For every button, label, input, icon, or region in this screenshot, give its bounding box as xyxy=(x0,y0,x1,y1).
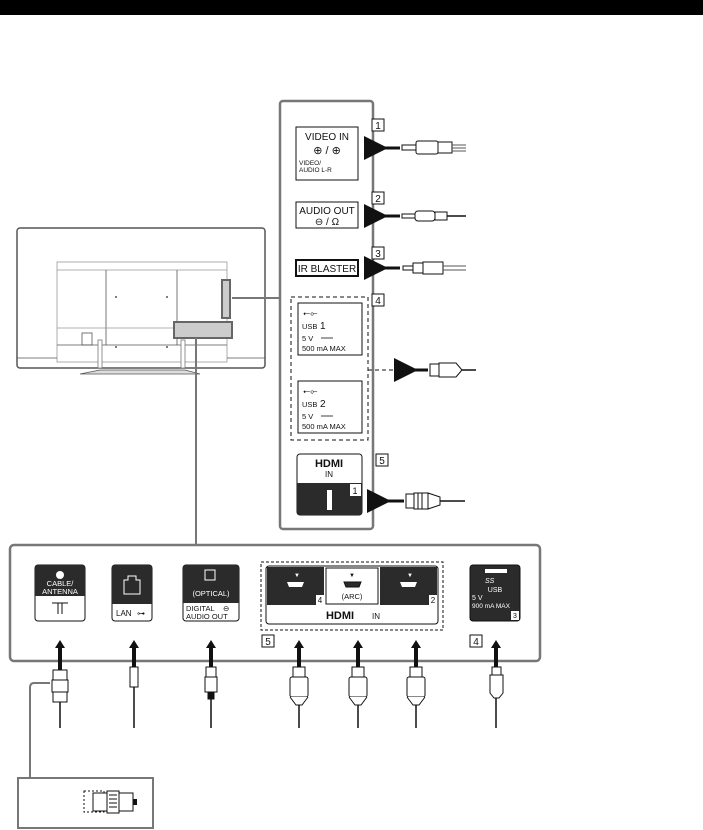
hdmi-logo: HDMI xyxy=(315,458,343,470)
coax-cable-icon xyxy=(51,669,69,728)
usb-1-label: USB xyxy=(302,322,317,331)
port-number-4-bottom: 4 xyxy=(473,637,479,648)
video-in-label: VIDEO IN xyxy=(305,132,349,143)
usb-1-index: 1 xyxy=(320,321,326,332)
hdmi-port-3-arc: ▼ (ARC) 3 xyxy=(325,567,386,605)
hdmi-2-index: 2 xyxy=(431,596,436,605)
usb-2-current: 500 mA MAX xyxy=(302,422,346,431)
hdmi-in-label: IN xyxy=(325,470,333,479)
coax-connector-inset xyxy=(17,777,154,829)
usb-2-label: USB xyxy=(302,400,317,409)
usb-1-current: 500 mA MAX xyxy=(302,344,346,353)
lan-label: LAN xyxy=(116,609,132,618)
bottom-ports-highlight xyxy=(173,321,233,339)
video-in-sub2: AUDIO L-R xyxy=(299,167,332,174)
side-ports-highlight xyxy=(221,279,231,319)
hdmi-4-index: 4 xyxy=(318,596,323,605)
usb-2-index: 2 xyxy=(320,399,326,410)
port-number-3: 3 xyxy=(375,249,381,260)
usb-group-outline xyxy=(290,296,369,441)
cable-antenna-port: CABLE/ ANTENNA xyxy=(34,564,86,622)
audio-out-icon: ⊖ xyxy=(223,604,229,613)
svg-text:▼: ▼ xyxy=(349,573,355,579)
port-number-5: 5 xyxy=(379,456,385,467)
hdmi-cable-icon-2 xyxy=(406,666,426,728)
usb-3-label: USB xyxy=(488,587,503,594)
port-number-2: 2 xyxy=(375,194,381,205)
hdmi-cable-icon-4 xyxy=(289,666,309,728)
audio-out-port xyxy=(295,201,359,229)
hdmi-jack-icon xyxy=(343,581,362,588)
bottom-panel: CABLE/ ANTENNA LAN ⊶ (OPTICAL) DIGITAL ⊖… xyxy=(8,543,542,663)
tv-rear-illustration xyxy=(16,227,280,545)
hdmi-logo: HDMI xyxy=(326,610,354,622)
superspeed-usb-icon: SS xyxy=(485,578,495,585)
hdmi-group-outline xyxy=(260,561,444,631)
arc-label: (ARC) xyxy=(342,592,363,601)
usb-2-voltage: 5 V xyxy=(302,412,313,421)
usb-port-2: ⭠⟜ USB 2 5 V 500 mA MAX xyxy=(297,380,363,434)
port-number-5-bottom: 5 xyxy=(265,637,271,648)
side-panel: 1 VIDEO IN ⊕ / ⊕ VIDEO/ AUDIO L-R 2 AUDI… xyxy=(278,99,476,531)
network-icon: ⊶ xyxy=(137,609,145,618)
digital-label: DIGITAL xyxy=(186,604,215,613)
video-in-sub1: VIDEO/ xyxy=(299,160,321,167)
av-mini-plug-icon xyxy=(364,136,466,160)
usb-icon: ⭠⟜ xyxy=(303,386,317,396)
hdmi-jack-icon xyxy=(287,582,304,587)
usb-1-voltage: 5 V xyxy=(302,334,313,343)
optical-audio-out-port: (OPTICAL) DIGITAL ⊖ AUDIO OUT xyxy=(182,564,240,622)
port-number-1: 1 xyxy=(375,121,381,132)
coax-icon xyxy=(56,571,64,579)
usb-3-current: 900 mA MAX xyxy=(472,603,511,610)
svg-text:▼: ▼ xyxy=(294,573,300,579)
hdmi-cable-icon-3 xyxy=(348,666,368,728)
usb-3-index: 3 xyxy=(513,613,517,620)
hdmi-1-index: 1 xyxy=(352,486,357,496)
optical-jack-icon xyxy=(204,569,216,581)
ethernet-jack-icon xyxy=(123,575,141,595)
hdmi-in-label: IN xyxy=(372,612,380,621)
hdmi-jack-icon xyxy=(400,582,417,587)
audio-out-label: AUDIO OUT xyxy=(299,206,355,217)
antenna-label-2: ANTENNA xyxy=(42,587,78,596)
ir-blaster-plug-icon xyxy=(364,256,466,280)
usb-icon: ⭠⟜ xyxy=(303,308,317,318)
usb-cable-icon xyxy=(489,666,504,728)
hdmi-1-port: HDMI IN 1 xyxy=(296,453,363,516)
svg-text:▼: ▼ xyxy=(407,573,413,579)
usb-3-port: SS USB 5 V 900 mA MAX 3 xyxy=(469,564,521,622)
header-bar xyxy=(0,0,703,15)
video-in-input-icon: ⊕ / ⊕ xyxy=(313,145,341,157)
port-number-badge-1 xyxy=(371,118,385,132)
optical-label: (OPTICAL) xyxy=(192,589,230,598)
hdmi-port-2: ▼ 2 xyxy=(380,567,437,605)
hdmi-plug-icon xyxy=(367,489,465,513)
usb-port-1: ⭠⟜ USB 1 5 V 500 mA MAX xyxy=(297,302,363,356)
port-number-4: 4 xyxy=(375,296,381,307)
stereo-mini-plug-icon xyxy=(364,204,466,228)
usb-3-voltage: 5 V xyxy=(472,595,483,602)
video-in-port xyxy=(295,126,359,181)
hdmi-port-4: ▼ 4 xyxy=(267,567,324,605)
headphone-icon: ⊖ / Ω xyxy=(315,217,340,228)
lan-port: LAN ⊶ xyxy=(111,564,153,622)
ir-blaster-port xyxy=(295,259,359,277)
antenna-label-1: CABLE/ xyxy=(47,579,75,588)
audio-out-label: AUDIO OUT xyxy=(186,612,228,621)
usb-plug-icon xyxy=(368,358,476,382)
ir-blaster-label: IR BLASTER xyxy=(298,264,356,275)
optical-cable-icon xyxy=(204,666,218,728)
antenna-icon xyxy=(52,602,68,614)
bottom-cables xyxy=(29,640,504,778)
lan-cable-icon xyxy=(129,666,139,728)
